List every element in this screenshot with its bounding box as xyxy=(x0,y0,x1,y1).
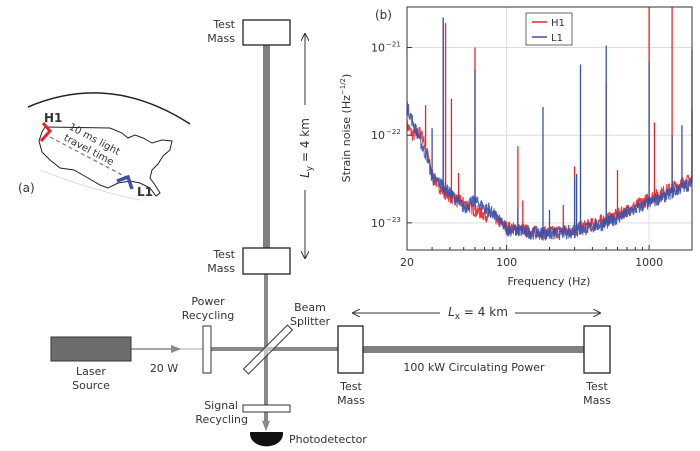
photodetector xyxy=(250,432,283,447)
laser-source xyxy=(50,336,132,362)
input-beam xyxy=(211,347,338,351)
interferometer-diagram: Laser Source 20 W Power Recycling Beam S… xyxy=(50,18,611,447)
map-faint-border xyxy=(39,169,141,201)
x-tick-label: 1000 xyxy=(635,256,663,269)
photodetector-label: Photodetector xyxy=(289,433,367,446)
y-arm-beam xyxy=(263,45,270,248)
legend: H1 L1 xyxy=(525,12,573,46)
test-mass-y-end xyxy=(242,19,291,46)
test-mass-y-end-label-2: Mass xyxy=(207,32,235,45)
y-tick-exponent: −23 xyxy=(386,216,401,224)
panel-a-label: (a) xyxy=(18,181,35,195)
x-axis-label: Frequency (Hz) xyxy=(508,275,591,288)
power-recycling-label-2: Recycling xyxy=(182,309,235,322)
laser-label-1: Laser xyxy=(76,365,106,378)
ly-label: Ly = 4 km xyxy=(298,118,315,178)
test-mass-y-end-label-1: Test xyxy=(212,18,235,31)
y-tick-exponent: −22 xyxy=(386,128,401,136)
legend-h1-label: H1 xyxy=(551,18,565,29)
test-mass-x-near xyxy=(337,325,364,374)
h1-label: H1 xyxy=(44,111,62,125)
l1-label: L1 xyxy=(137,185,153,199)
test-mass-x-near-label-1: Test xyxy=(339,380,362,393)
x-tick-label: 100 xyxy=(496,256,517,269)
us-map-panel: H1 L1 10 ms light travel time (a) xyxy=(18,92,191,201)
test-mass-y-near-label-1: Test xyxy=(212,248,235,261)
panel-b-label: (b) xyxy=(375,8,392,22)
y-axis-label: Strain noise (Hz−1/2) xyxy=(339,74,353,183)
test-mass-x-end-label-2: Mass xyxy=(583,394,611,407)
power-recycling-label-1: Power xyxy=(191,295,225,308)
x-arm-beam xyxy=(363,346,584,353)
signal-recycling-label-2: Recycling xyxy=(195,413,248,426)
y-tick-label: 10 xyxy=(371,42,385,55)
laser-label-2: Source xyxy=(72,379,110,392)
signal-recycling-mirror xyxy=(242,404,291,413)
test-mass-y-near xyxy=(242,247,291,275)
input-power-label: 20 W xyxy=(150,362,178,375)
beam-splitter-label-2: Splitter xyxy=(290,315,330,328)
us-outline xyxy=(38,126,173,197)
power-recycling-mirror xyxy=(202,325,212,374)
test-mass-x-end-label-1: Test xyxy=(585,380,608,393)
signal-recycling-label-1: Signal xyxy=(204,399,238,412)
test-mass-y-near-label-2: Mass xyxy=(207,262,235,275)
circulating-power-label: 100 kW Circulating Power xyxy=(403,361,545,374)
test-mass-x-near-label-2: Mass xyxy=(337,394,365,407)
test-mass-x-end xyxy=(583,325,611,374)
lx-label: Lx = 4 km xyxy=(448,305,508,322)
legend-l1-label: L1 xyxy=(551,33,563,44)
travel-time-dashed-line xyxy=(49,136,129,179)
h1-detector-marker xyxy=(39,122,53,143)
l1-detector-marker xyxy=(116,174,134,190)
beam-splitter-label-1: Beam xyxy=(294,301,326,314)
y-tick-exponent: −21 xyxy=(386,41,401,49)
y-tick-label: 10 xyxy=(371,217,385,230)
earth-horizon-arc xyxy=(27,92,191,125)
x-tick-label: 20 xyxy=(400,256,414,269)
series-L1-curve xyxy=(406,101,693,241)
y-tick-label: 10 xyxy=(371,129,385,142)
beam-splitter xyxy=(242,324,294,375)
